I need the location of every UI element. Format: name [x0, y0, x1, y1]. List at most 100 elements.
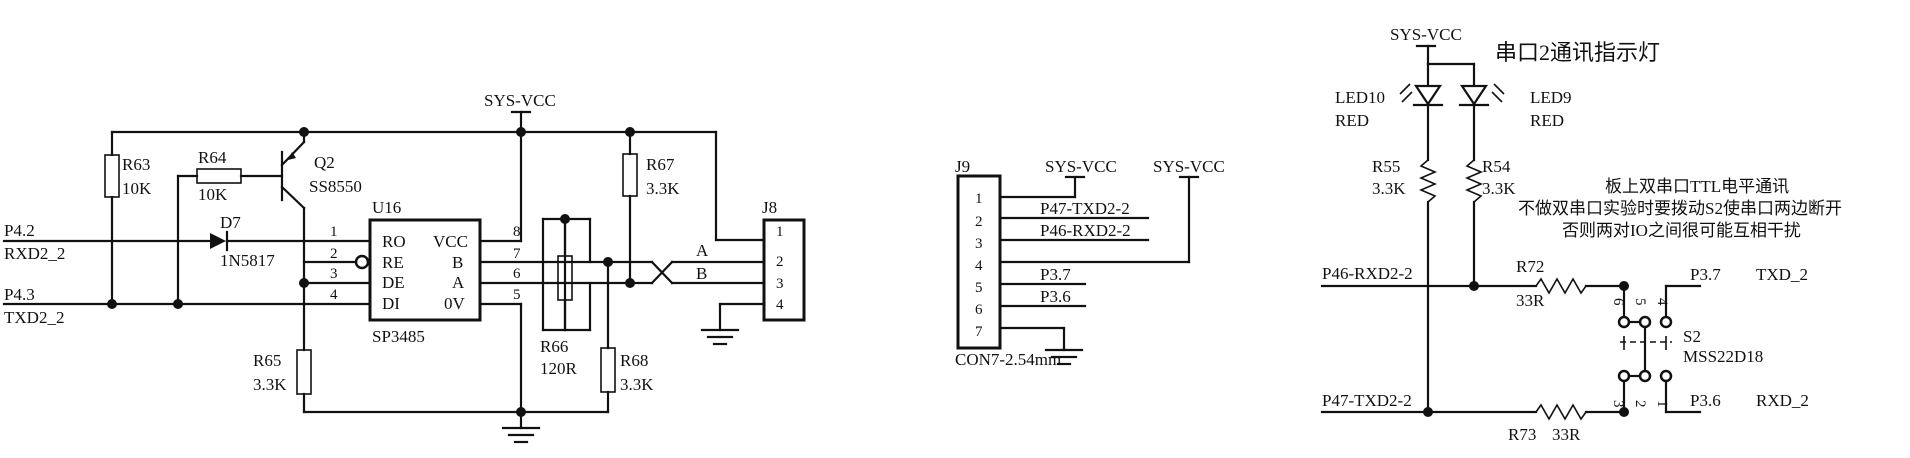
u16-pin2-num: 2 [330, 246, 338, 262]
r66-value: 120R [540, 359, 578, 378]
q2-value: SS8550 [309, 177, 362, 196]
u16-pin3-num: 3 [330, 266, 338, 282]
u16-pin1-name: RO [382, 232, 406, 251]
j9-vcc1-label: SYS-VCC [1045, 157, 1117, 176]
j9-section: J9 1 2 3 4 5 6 7 CON7-2.54mm SYS-VCC SYS… [955, 157, 1225, 369]
junction [299, 278, 309, 288]
p36-label: P3.6 [1690, 391, 1721, 410]
u16-pin6-num: 6 [513, 266, 521, 282]
r72-label: R72 [1516, 257, 1544, 276]
u16-label: U16 [372, 198, 401, 217]
r54-label: R54 [1482, 157, 1511, 176]
junction [516, 127, 526, 137]
vcc-led-label: SYS-VCC [1390, 25, 1462, 44]
s2-pin6: 6 [1610, 298, 1626, 306]
j9-part: CON7-2.54mm [955, 350, 1061, 369]
r65-label: R65 [253, 351, 281, 370]
resistor-r72 [1535, 277, 1587, 295]
j9-pin6: 6 [975, 302, 983, 318]
u16-pin1-num: 1 [330, 224, 338, 240]
s2-pin4: 4 [1654, 298, 1670, 306]
j9-net-p46: P46-RXD2-2 [1040, 221, 1131, 240]
j8-label: J8 [762, 198, 777, 217]
rs485-section: SYS-VCC R63 10K R64 10K Q2 SS8550 P [2, 91, 806, 444]
rxd2-label: RXD_2 [1756, 391, 1809, 410]
p37-label: P3.7 [1690, 265, 1721, 284]
d7-label: D7 [220, 213, 241, 232]
p43-label: P4.3 [4, 285, 35, 304]
s2-label: S2 [1683, 327, 1701, 346]
s2-pin2: 2 [1632, 400, 1648, 408]
r65-value: 3.3K [253, 375, 287, 394]
junction [603, 257, 613, 267]
j9-net-p37: P3.7 [1040, 265, 1071, 284]
u16-pin2-name: RE [382, 253, 404, 272]
d7-value: 1N5817 [220, 251, 275, 270]
led-switch-section: SYS-VCC 串口2通讯指示灯 LED10 RED LED9 RED R55 … [1320, 25, 1842, 444]
r63-value: 10K [122, 179, 152, 198]
junction [173, 299, 183, 309]
u16-pin6-name: A [452, 273, 465, 292]
transistor-q2 [280, 140, 306, 210]
r54-value: 3.3K [1482, 179, 1516, 198]
led9-ray [1491, 91, 1503, 103]
u16-pin8-name: VCC [433, 232, 468, 251]
u16-pin8-num: 8 [513, 224, 521, 240]
j9-pin7: 7 [975, 324, 983, 340]
wire-twist [650, 260, 674, 285]
j8-pin1: 1 [776, 224, 784, 240]
chip-u16 [368, 218, 482, 322]
note-line-2: 不做双串口实验时要拨动S2使串口两边断开 [1518, 198, 1842, 218]
r68-value: 3.3K [620, 375, 654, 394]
resistor-r54 [1464, 159, 1484, 203]
junction [1423, 407, 1433, 417]
led9-symbol [1459, 84, 1489, 106]
u16-pin7-num: 7 [513, 246, 521, 262]
r68-label: R68 [620, 351, 648, 370]
r67-value: 3.3K [646, 179, 680, 198]
s2-pin1: 1 [1654, 400, 1670, 408]
u16-pin5-num: 5 [513, 287, 521, 303]
led9-ray [1493, 83, 1505, 95]
p46-label: P46-RXD2-2 [1322, 264, 1413, 283]
u16-pin4-name: DI [382, 294, 400, 313]
led10-color: RED [1335, 111, 1369, 130]
r64-value: 10K [198, 185, 228, 204]
resistor-r63 [104, 154, 120, 198]
net-a-label: A [696, 241, 709, 260]
resistor-r65 [296, 349, 312, 395]
diode-d7 [210, 230, 229, 252]
led10-ray [1401, 91, 1413, 103]
resistor-r67 [622, 153, 638, 197]
inverter-bubble [354, 254, 370, 270]
txd2-label: TXD_2 [1756, 265, 1808, 284]
s2-pin5: 5 [1632, 298, 1648, 306]
junction [1619, 407, 1629, 417]
r63-label: R63 [122, 155, 150, 174]
led-title: 串口2通讯指示灯 [1495, 40, 1660, 65]
junction [516, 407, 526, 417]
r73-value: 33R [1552, 425, 1581, 444]
resistor-r68 [600, 347, 616, 393]
u16-part: SP3485 [372, 327, 425, 346]
junction [1619, 281, 1629, 291]
connector-j9 [956, 174, 1002, 350]
r55-value: 3.3K [1372, 179, 1406, 198]
junction [1469, 281, 1479, 291]
s2-pin3: 3 [1610, 400, 1626, 408]
note-line-3: 否则两对IO之间很可能互相干扰 [1562, 221, 1801, 240]
led10-ray [1399, 83, 1411, 95]
r67-label: R67 [646, 155, 675, 174]
j9-pin2: 2 [975, 214, 983, 230]
j8-pin3: 3 [776, 276, 784, 292]
junction [560, 214, 570, 224]
connector-j8 [762, 218, 806, 322]
j9-pin3: 3 [975, 236, 983, 252]
junction [625, 127, 635, 137]
switch-s2 [1617, 284, 1702, 414]
j9-pin1: 1 [975, 191, 983, 207]
j9-net-p47: P47-TXD2-2 [1040, 199, 1130, 218]
u16-pin4-num: 4 [330, 287, 338, 303]
r73-label: R73 [1508, 425, 1536, 444]
